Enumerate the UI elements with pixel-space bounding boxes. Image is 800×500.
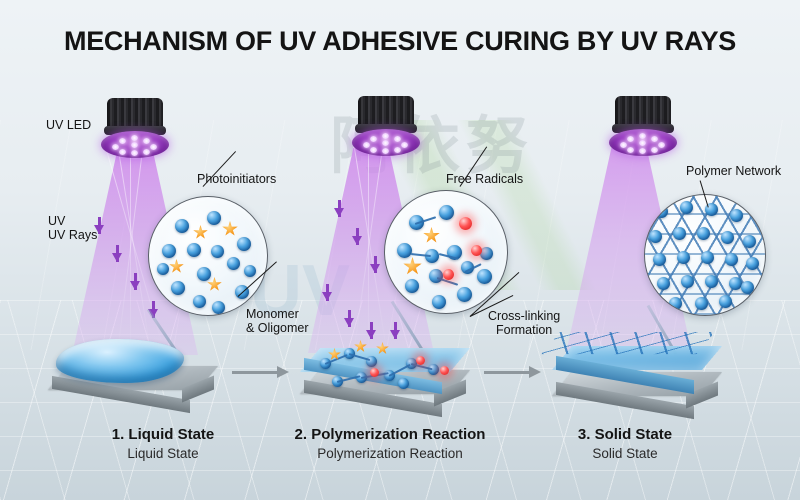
label-free-radicals: Free Radicals xyxy=(446,172,524,186)
page-title: MECHANISM OF UV ADHESIVE CURING BY UV RA… xyxy=(64,26,736,56)
photoinitiator-icon xyxy=(193,225,208,239)
uv-arrow-icon xyxy=(322,284,332,301)
uv-arrow-icon xyxy=(334,200,344,217)
caption-panel-2: 2. Polymerization Reaction Polymerizatio… xyxy=(294,426,486,461)
uv-arrow-icon xyxy=(130,273,140,290)
photoinitiator-icon xyxy=(207,277,222,291)
magnifier-polymerization xyxy=(384,190,508,314)
uv-arrow-icon xyxy=(112,245,122,262)
photoinitiator-icon xyxy=(423,227,440,243)
photoinitiator-icon xyxy=(376,342,389,354)
uv-arrow-icon xyxy=(344,310,354,327)
label-uv-led: UV LED xyxy=(46,118,92,132)
photoinitiator-icon xyxy=(222,221,238,236)
uv-led-lamp-2 xyxy=(350,96,422,158)
free-radical-icon xyxy=(370,368,379,377)
magnifier-liquid-state xyxy=(148,196,268,316)
label-cross-linking-formation: Cross-linking Formation xyxy=(488,309,561,337)
uv-led-lamp-1 xyxy=(99,98,171,160)
uv-arrow-icon xyxy=(352,228,362,245)
photoinitiator-icon xyxy=(403,257,422,275)
caption-panel-1: 1. Liquid State Liquid State xyxy=(111,426,215,461)
label-photoinitiators: Photoinitiators xyxy=(197,172,277,186)
arrow-2-to-3 xyxy=(484,366,541,378)
label-monomer-oligomer: Monomer & Oligomer xyxy=(246,307,309,335)
photoinitiator-icon xyxy=(354,340,367,352)
crosslink-network-overlay xyxy=(306,336,466,389)
uv-arrow-icon xyxy=(366,322,376,339)
free-radical-icon xyxy=(416,356,425,365)
label-uv-rays: UV UV Rays xyxy=(48,214,98,242)
liquid-adhesive-blob xyxy=(56,339,184,383)
label-polymer-network: Polymer Network xyxy=(686,164,782,178)
magnifier-solid-state xyxy=(644,194,766,316)
photoinitiator-icon xyxy=(328,348,341,360)
arrow-1-to-2 xyxy=(232,366,289,378)
free-radical-icon xyxy=(440,366,449,375)
free-radical-icon xyxy=(459,217,472,230)
uv-arrow-icon xyxy=(390,322,400,339)
free-radical-icon xyxy=(471,245,482,256)
uv-led-lamp-3 xyxy=(607,96,679,158)
uv-arrow-icon xyxy=(94,217,104,234)
uv-arrow-icon xyxy=(370,256,380,273)
photoinitiator-icon xyxy=(169,259,184,273)
solid-network-pattern xyxy=(541,332,715,355)
free-radical-icon xyxy=(443,269,454,280)
caption-panel-3: 3. Solid State Solid State xyxy=(577,426,673,461)
